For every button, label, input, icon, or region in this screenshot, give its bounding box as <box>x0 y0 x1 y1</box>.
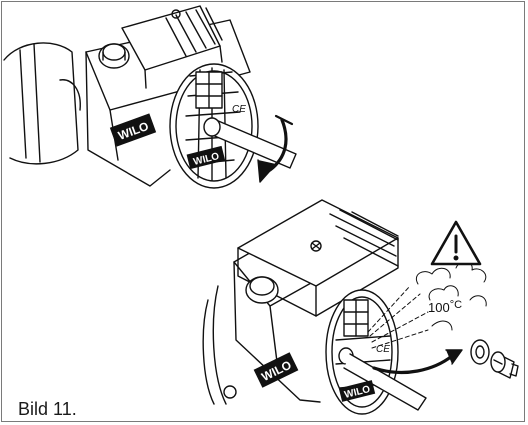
plug-screw-icon <box>490 351 519 379</box>
temperature-value: 100 <box>428 300 450 315</box>
ce-mark-top: CE <box>232 104 246 115</box>
bottom-pump <box>202 199 487 415</box>
temperature-unit: °C <box>450 299 462 311</box>
steam-icon <box>367 261 487 349</box>
warning-triangle-icon <box>430 220 482 266</box>
figure-caption: Bild 11. <box>18 399 77 419</box>
ce-mark-bottom: CE <box>376 344 390 355</box>
seal-ring-icon <box>470 339 490 365</box>
temperature-label: 100°C <box>428 299 462 315</box>
top-pump <box>3 5 297 189</box>
